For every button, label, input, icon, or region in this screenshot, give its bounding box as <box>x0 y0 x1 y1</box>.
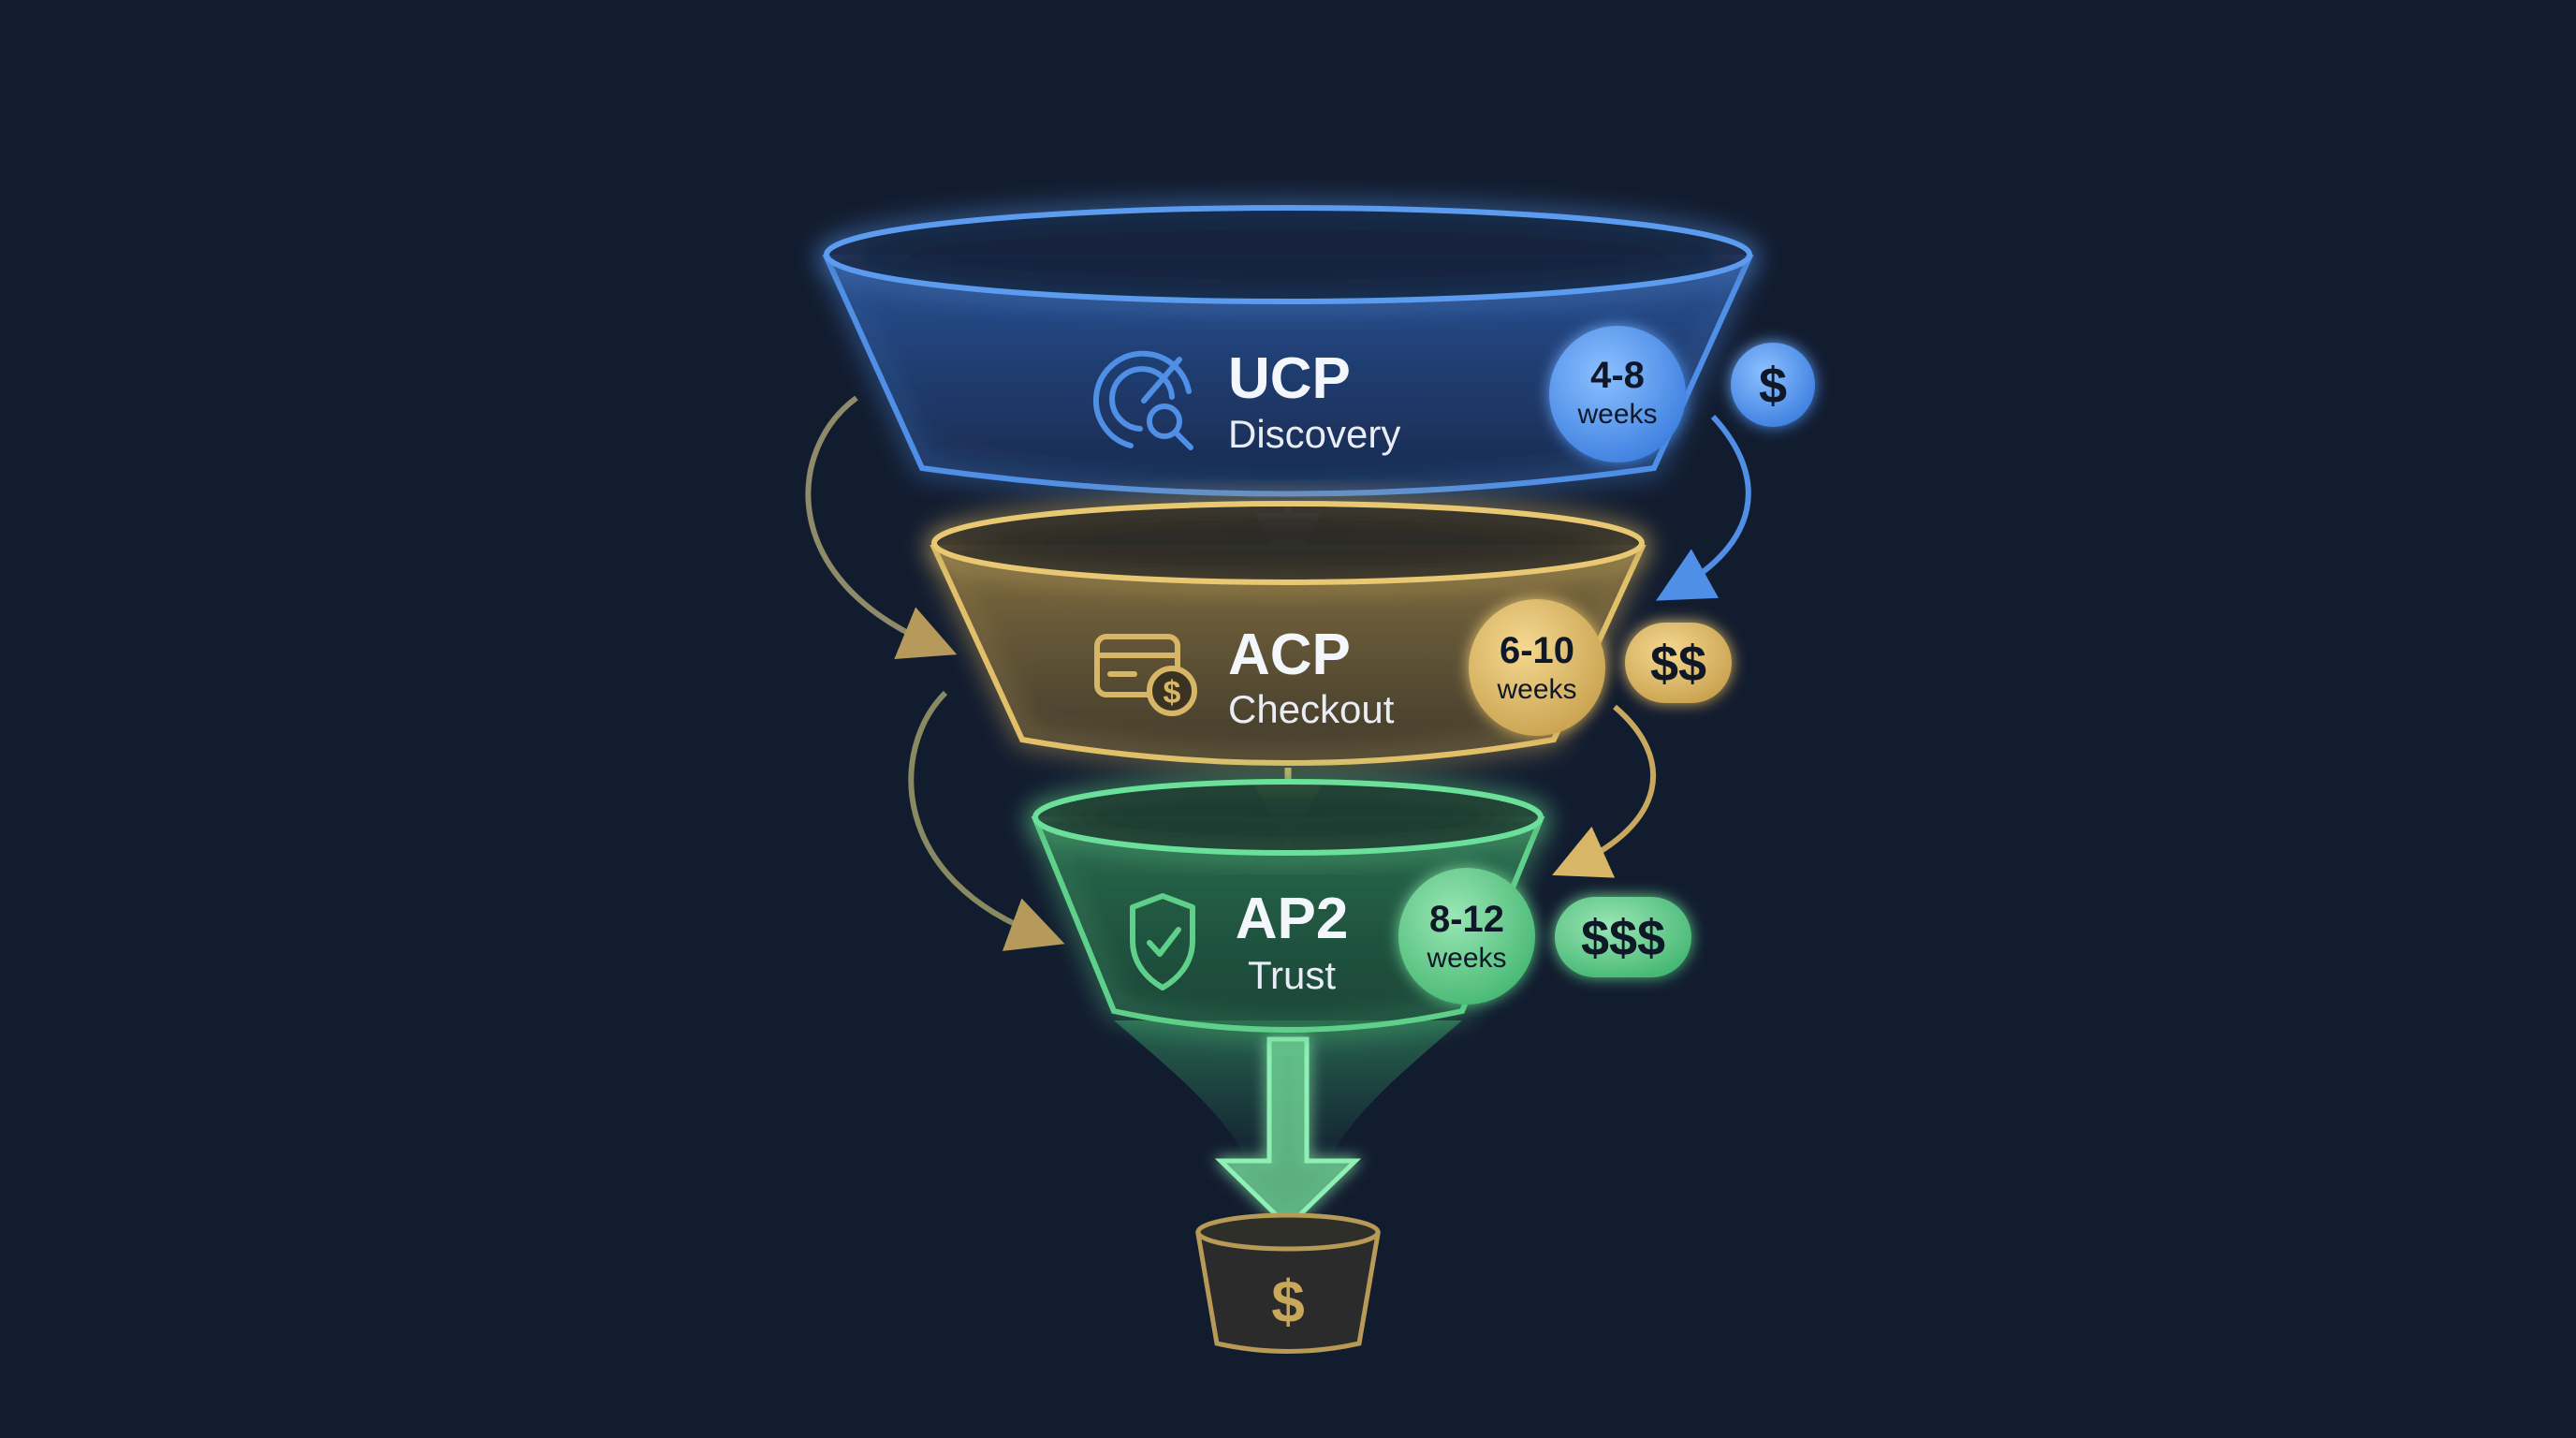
output-symbol: $ <box>1271 1268 1305 1335</box>
output-arrow-icon <box>1214 1036 1362 1230</box>
radar-search-icon <box>1092 350 1193 450</box>
credit-card-dollar-icon: $ <box>1094 634 1197 716</box>
left-arrow-discovery-to-checkout <box>805 395 958 660</box>
stage-title: AP2 <box>1236 887 1349 951</box>
cost-label: $$$ <box>1581 910 1665 966</box>
duration-unit: weeks <box>1576 399 1657 430</box>
stage-discovery: UCP Discovery 4-8 weeks $ <box>822 205 1815 497</box>
cost-badge <box>1625 623 1732 703</box>
right-arrow-checkout-to-trust <box>1552 704 1657 878</box>
funnel-tier-discovery <box>822 255 1754 497</box>
cost-badge <box>1731 343 1815 427</box>
cost-badge <box>1555 897 1691 977</box>
dollar-bucket-icon: $ <box>1195 1212 1381 1354</box>
cost-label: $$ <box>1650 636 1706 692</box>
stage-subtitle: Trust <box>1248 953 1336 997</box>
left-arrow-checkout-to-trust <box>908 690 1065 951</box>
stage-checkout: $ ACP Checkout 6-10 weeks $$ <box>929 501 1732 766</box>
stage-trust: AP2 Trust 8-12 weeks $$$ <box>1031 779 1691 1033</box>
funnel-spout <box>1114 1020 1462 1230</box>
cost-label: $ <box>1759 358 1787 414</box>
duration-unit: weeks <box>1426 943 1506 974</box>
stage-subtitle: Discovery <box>1228 412 1400 456</box>
duration-badge <box>1469 599 1605 736</box>
duration-value: 8-12 <box>1429 899 1504 940</box>
duration-unit: weeks <box>1496 674 1576 705</box>
svg-text:$: $ <box>1164 675 1181 711</box>
right-arrow-discovery-to-checkout <box>1656 414 1751 601</box>
duration-value: 6-10 <box>1500 630 1574 671</box>
shield-check-icon <box>1130 893 1195 990</box>
funnel-tier-checkout <box>929 545 1647 766</box>
duration-badge <box>1549 326 1686 462</box>
stage-subtitle: Checkout <box>1228 687 1395 731</box>
stage-title: UCP <box>1228 346 1351 411</box>
duration-value: 4-8 <box>1590 355 1645 396</box>
stage-title: ACP <box>1228 623 1351 687</box>
duration-badge <box>1398 868 1535 1005</box>
